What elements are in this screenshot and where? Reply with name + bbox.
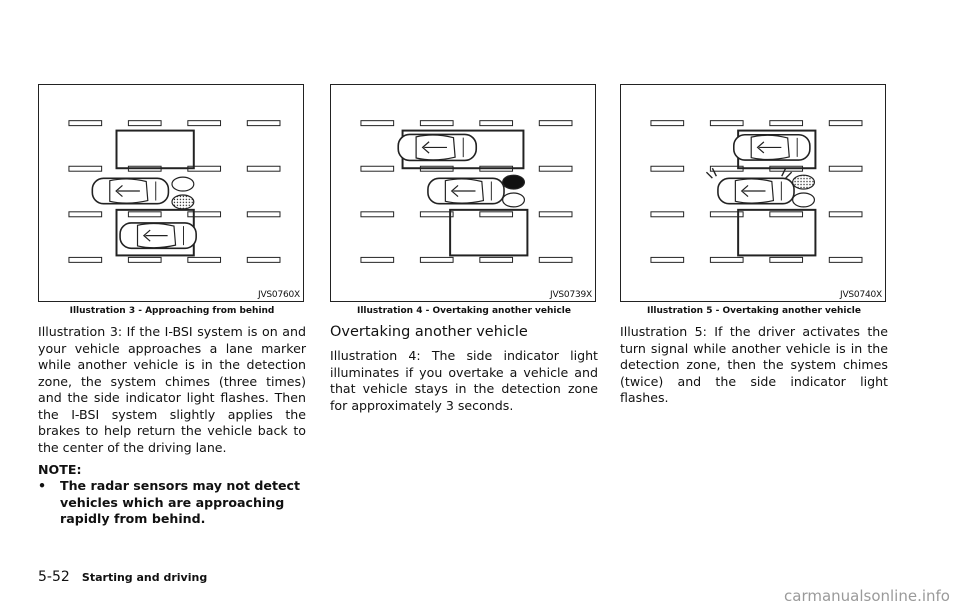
paragraph-illustration-5: Illustration 5: If the driver activates … — [620, 324, 888, 405]
figure-illustration-3: JVS0760X — [38, 84, 304, 302]
figure-caption: Illustration 4 - Overtaking another vehi… — [357, 306, 571, 316]
figure-illustration-4: JVS0739X — [330, 84, 596, 302]
bullet: • — [38, 478, 47, 493]
figure-code: JVS0739X — [550, 290, 592, 300]
column-3: JVS0740X Illustration 5 - Overtaking ano… — [620, 84, 888, 407]
section-name: Starting and driving — [81, 571, 208, 584]
figure-caption: Illustration 3 - Approaching from behind — [69, 306, 275, 316]
column-2: JVS0739X Illustration 4 - Overtaking ano… — [330, 84, 598, 414]
column-1: JVS0760X Illustration 3 - Approaching fr… — [38, 84, 306, 528]
page-footer: 5-52 Starting and driving — [38, 569, 207, 585]
note-item: • The radar sensors may not detect vehic… — [38, 478, 306, 528]
watermark-text: carmanualsonline.info — [784, 587, 950, 605]
illustration-5-diagram — [650, 120, 863, 263]
section-heading: Overtaking another vehicle — [330, 324, 528, 340]
paragraph-illustration-4: Illustration 4: The side indicator light… — [330, 348, 598, 413]
note-label: NOTE: — [38, 462, 82, 477]
illustration-3-diagram — [68, 120, 281, 263]
note-text: The radar sensors may not detect vehicle… — [60, 478, 300, 526]
page-number: 5-52 — [38, 569, 70, 585]
paragraph-illustration-3: Illustration 3: If the I-BSI system is o… — [38, 324, 306, 455]
figure-code: JVS0760X — [258, 290, 300, 300]
illustration-4-diagram — [360, 120, 573, 263]
figure-illustration-5: JVS0740X — [620, 84, 886, 302]
figure-code: JVS0740X — [840, 290, 882, 300]
figure-caption: Illustration 5 - Overtaking another vehi… — [647, 306, 861, 316]
